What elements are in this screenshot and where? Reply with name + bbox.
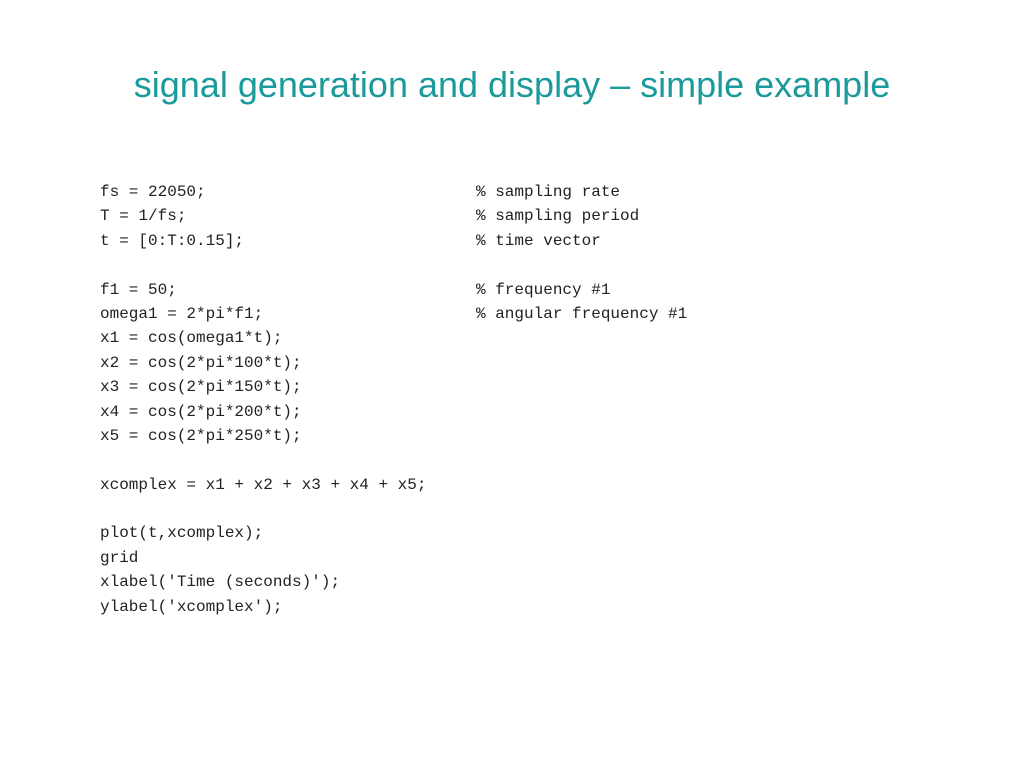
code-line: omega1 = 2*pi*f1; % angular frequency #1 bbox=[100, 302, 900, 326]
code-line: f1 = 50; % frequency #1 bbox=[100, 278, 900, 302]
code-text: xcomplex = x1 + x2 + x3 + x4 + x5; bbox=[100, 475, 427, 494]
code-text: x3 = cos(2*pi*150*t); bbox=[100, 378, 302, 397]
code-comment: % sampling rate bbox=[476, 183, 621, 201]
code-comment: % angular frequency #1 bbox=[476, 304, 688, 323]
code-line: x3 = cos(2*pi*150*t); bbox=[100, 375, 900, 399]
code-text: T = 1/fs; bbox=[100, 207, 187, 226]
code-text: x5 = cos(2*pi*250*t); bbox=[100, 426, 302, 445]
code-text: x2 = cos(2*pi*100*t); bbox=[100, 353, 302, 372]
code-line bbox=[100, 253, 900, 277]
code-line: xlabel('Time (seconds)'); bbox=[100, 570, 900, 594]
code-text: plot(t,xcomplex); bbox=[100, 524, 264, 543]
code-line: x5 = cos(2*pi*250*t); bbox=[100, 424, 900, 448]
code-comment: % frequency #1 bbox=[476, 280, 611, 299]
slide-title: signal generation and display – simple e… bbox=[133, 64, 891, 105]
code-text: xlabel('Time (seconds)'); bbox=[100, 573, 341, 592]
code-line: x2 = cos(2*pi*100*t); bbox=[100, 351, 900, 375]
code-line: xcomplex = x1 + x2 + x3 + x4 + x5; bbox=[100, 473, 900, 497]
code-line: ylabel('xcomplex'); bbox=[100, 595, 900, 619]
code-text: t = [0:T:0.15]; bbox=[100, 231, 245, 250]
code-line: plot(t,xcomplex); bbox=[100, 521, 900, 545]
code-line: x1 = cos(omega1*t); bbox=[100, 326, 900, 350]
code-text: fs = 22050; bbox=[100, 183, 206, 201]
code-line: T = 1/fs; % sampling period bbox=[100, 204, 900, 228]
code-line: grid bbox=[100, 546, 900, 570]
code-text: f1 = 50; bbox=[100, 280, 177, 299]
code-comment: % time vector bbox=[476, 231, 601, 250]
code-line bbox=[100, 497, 900, 521]
code-text: x4 = cos(2*pi*200*t); bbox=[100, 402, 302, 421]
code-line: t = [0:T:0.15]; % time vector bbox=[100, 229, 900, 253]
code-text: grid bbox=[100, 548, 139, 567]
code-line bbox=[100, 448, 900, 472]
code-text: x1 = cos(omega1*t); bbox=[100, 329, 283, 348]
code-block: fs = 22050; % sampling rate T = 1/fs; % sa… bbox=[100, 180, 900, 619]
code-line: fs = 22050; % sampling rate bbox=[100, 180, 900, 204]
code-text: ylabel('xcomplex'); bbox=[100, 597, 283, 616]
code-line: x4 = cos(2*pi*200*t); bbox=[100, 400, 900, 424]
code-comment: % sampling period bbox=[476, 207, 640, 226]
code-text: omega1 = 2*pi*f1; bbox=[100, 304, 264, 323]
